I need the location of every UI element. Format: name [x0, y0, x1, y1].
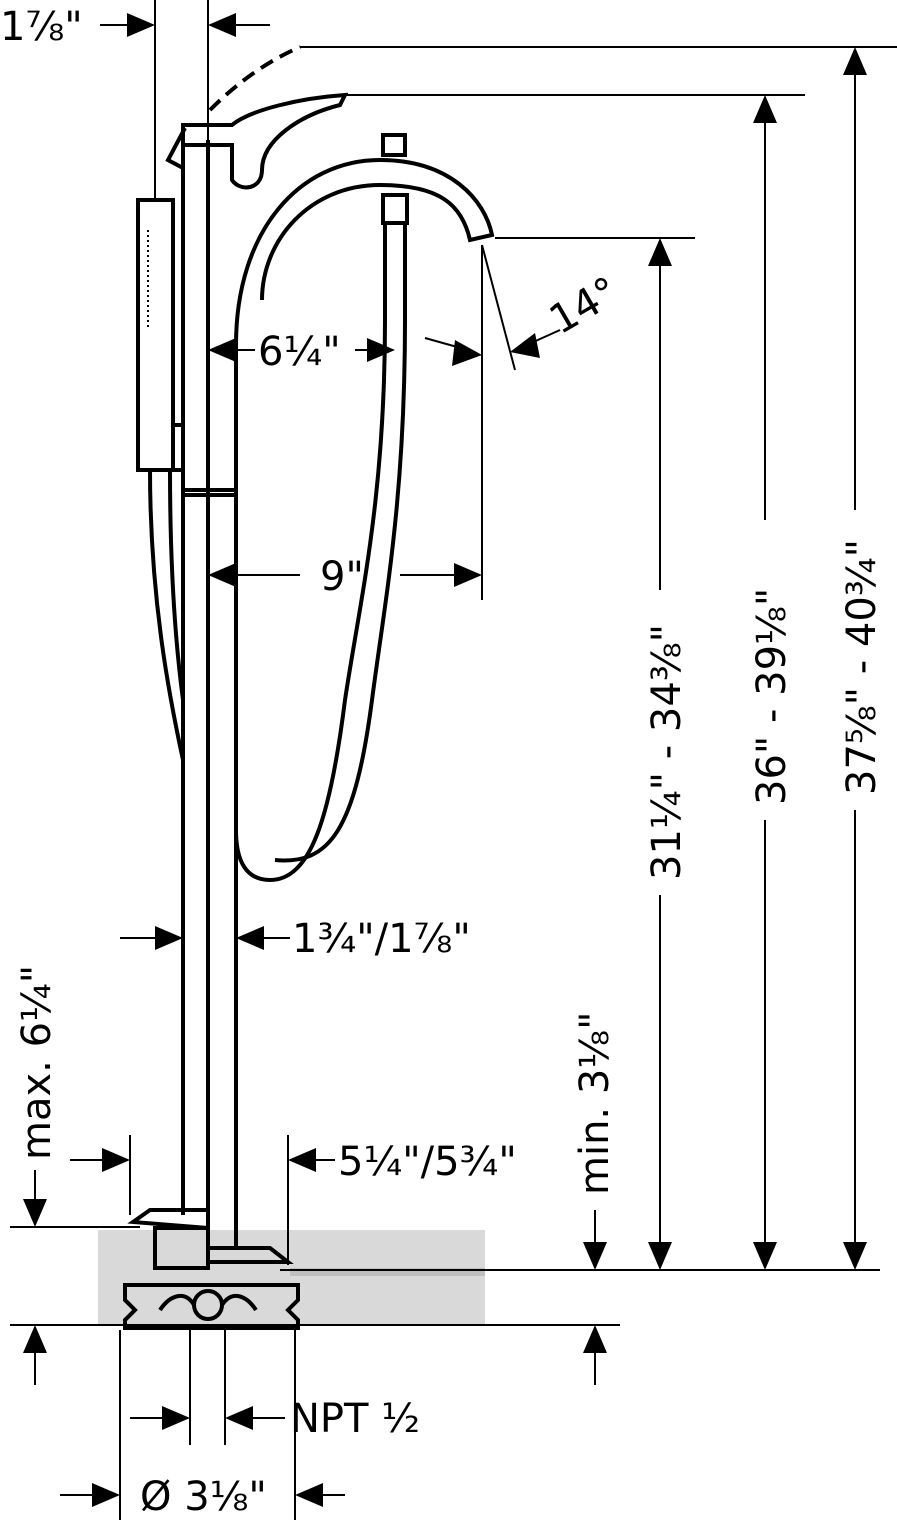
label-spout-reach: 9": [320, 554, 364, 600]
label-spout-height: 31¼" - 34⅜": [644, 624, 690, 880]
arrowheads: [23, 13, 867, 1507]
label-spout-reach-inner: 6¼": [258, 329, 341, 375]
extension-lines: [10, 0, 897, 1520]
label-top-offset: 1⅞": [0, 4, 83, 50]
dimension-lines: [34, 24, 856, 1496]
label-column-diameter: 1¾"/1⅞": [292, 916, 471, 962]
label-connection: NPT ½: [290, 1396, 420, 1442]
label-base-diameter: 5¼"/5¾": [338, 1139, 517, 1185]
label-max-floor: max. 6¼": [14, 965, 60, 1160]
label-handle-height: 36" - 39⅛": [749, 588, 795, 805]
label-overall-height: 37⅝" - 40¾": [839, 539, 885, 795]
faucet-body: [123, 45, 495, 1330]
label-rough-diameter: Ø 3⅛": [140, 1474, 267, 1520]
floor-top: [290, 1268, 485, 1276]
label-min-floor: min. 3⅛": [572, 1012, 618, 1195]
